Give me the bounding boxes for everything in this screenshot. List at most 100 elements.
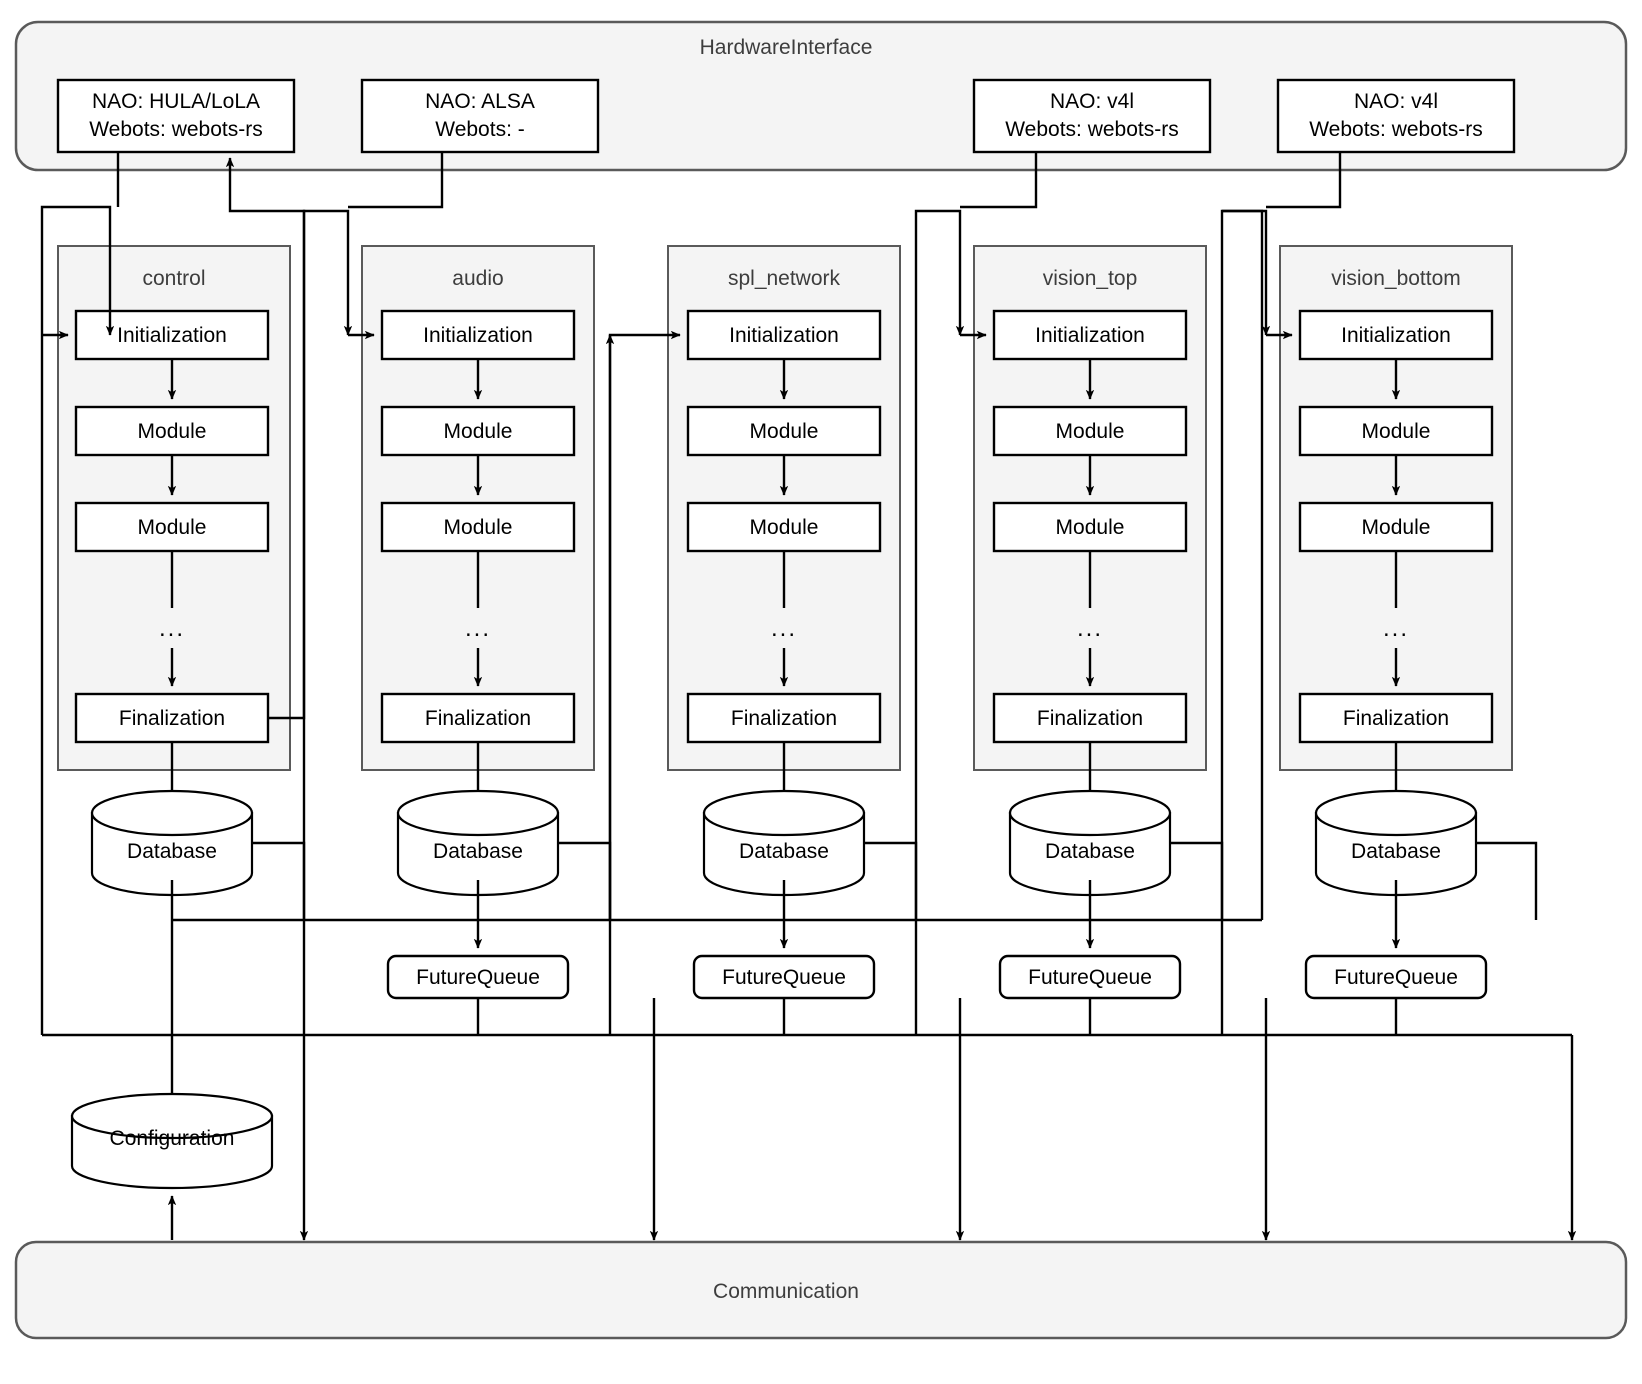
node-spl-network-finalization-label: Finalization — [731, 707, 837, 730]
node-control-finalization[interactable]: Finalization — [74, 692, 270, 744]
node-control-module-2-label: Module — [138, 516, 207, 539]
node-vision-bottom-initialization-label: Initialization — [1341, 324, 1451, 347]
communication-band: Communication — [14, 1240, 1628, 1340]
node-control-ellipsis: ... — [159, 615, 185, 642]
node-spl-network-module-1[interactable]: Module — [686, 405, 882, 457]
cylinder-database-audio[interactable]: Database — [396, 789, 560, 897]
cylinder-database-vision-bottom[interactable]: Database — [1314, 789, 1478, 897]
node-futurequeue-vision-bottom-label: FutureQueue — [1334, 966, 1458, 989]
tap-db-spl — [864, 841, 918, 920]
tap-db-audio — [558, 841, 612, 920]
node-control-finalization-label: Finalization — [119, 707, 225, 730]
cylinder-database-spl-network-label: Database — [739, 840, 829, 863]
node-vision-bottom-module-1-label: Module — [1362, 420, 1431, 443]
node-spl-network-initialization[interactable]: Initialization — [686, 309, 882, 361]
edge-control-final-to-hardware — [225, 157, 306, 720]
hardware-box-v4l-top[interactable]: NAO: v4l Webots: webots-rs — [972, 78, 1212, 154]
node-futurequeue-spl-network-label: FutureQueue — [722, 966, 846, 989]
node-futurequeue-spl-network[interactable]: FutureQueue — [692, 954, 876, 1000]
hardware-box-hula-lola[interactable]: NAO: HULA/LoLA Webots: webots-rs — [56, 78, 296, 154]
hardware-box-alsa-line2: Webots: - — [435, 118, 524, 141]
drop-v4l-bottom — [1266, 152, 1342, 209]
node-spl-network-initialization-label: Initialization — [729, 324, 839, 347]
riser-to-vtop-init — [914, 209, 965, 1035]
node-vision-top-module-2-label: Module — [1056, 516, 1125, 539]
node-vision-bottom-module-1[interactable]: Module — [1298, 405, 1494, 457]
hardware-box-hula-lola-line1: NAO: HULA/LoLA — [92, 90, 260, 113]
node-vision-bottom-initialization[interactable]: Initialization — [1298, 309, 1494, 361]
node-vision-top-module-2[interactable]: Module — [992, 501, 1188, 553]
hardware-box-v4l-bottom-line2: Webots: webots-rs — [1309, 118, 1483, 141]
node-spl-network-module-2[interactable]: Module — [686, 501, 882, 553]
node-vision-top-ellipsis: ... — [1077, 615, 1103, 642]
bus-upper-riser — [1222, 209, 1264, 920]
group-vision-top-label: vision_top — [1043, 267, 1138, 290]
node-futurequeue-audio-label: FutureQueue — [416, 966, 540, 989]
drop-alsa — [348, 152, 444, 209]
node-vision-top-module-1-label: Module — [1056, 420, 1125, 443]
cylinder-database-audio-label: Database — [433, 840, 523, 863]
node-audio-module-2-label: Module — [444, 516, 513, 539]
group-audio-label: audio — [452, 267, 503, 290]
node-spl-network-ellipsis: ... — [771, 615, 797, 642]
node-vision-top-initialization-label: Initialization — [1035, 324, 1145, 347]
hardware-box-v4l-top-line1: NAO: v4l — [1050, 90, 1134, 113]
node-spl-network-finalization[interactable]: Finalization — [686, 692, 882, 744]
node-vision-top-finalization-label: Finalization — [1037, 707, 1143, 730]
hardware-box-v4l-top-line2: Webots: webots-rs — [1005, 118, 1179, 141]
node-vision-top-finalization[interactable]: Finalization — [992, 692, 1188, 744]
node-audio-module-1-label: Module — [444, 420, 513, 443]
node-control-initialization[interactable]: Initialization — [74, 309, 270, 361]
hardware-box-alsa-line1: NAO: ALSA — [425, 90, 535, 113]
cylinder-database-control-label: Database — [127, 840, 217, 863]
riser-to-audio-init — [302, 209, 353, 1035]
cylinder-database-vision-bottom-label: Database — [1351, 840, 1441, 863]
cylinder-database-control[interactable]: Database — [90, 789, 254, 897]
node-vision-bottom-ellipsis: ... — [1383, 615, 1409, 642]
cylinder-configuration[interactable]: Configuration — [70, 1092, 274, 1190]
node-futurequeue-audio[interactable]: FutureQueue — [386, 954, 570, 1000]
node-audio-finalization-label: Finalization — [425, 707, 531, 730]
riser-to-vbot-init — [1220, 209, 1271, 1035]
node-control-initialization-label: Initialization — [117, 324, 227, 347]
node-control-module-1[interactable]: Module — [74, 405, 270, 457]
group-vision-bottom-label: vision_bottom — [1331, 267, 1461, 290]
node-vision-bottom-module-2-label: Module — [1362, 516, 1431, 539]
tap-db-vtop — [1170, 841, 1224, 920]
node-control-module-2[interactable]: Module — [74, 501, 270, 553]
node-vision-bottom-finalization-label: Finalization — [1343, 707, 1449, 730]
hardware-box-v4l-bottom[interactable]: NAO: v4l Webots: webots-rs — [1276, 78, 1516, 154]
node-control-module-1-label: Module — [138, 420, 207, 443]
drop-v4l-top — [960, 152, 1038, 209]
node-vision-bottom-module-2[interactable]: Module — [1298, 501, 1494, 553]
tap-db-control — [252, 841, 306, 920]
node-vision-top-module-1[interactable]: Module — [992, 405, 1188, 457]
node-audio-ellipsis: ... — [465, 615, 491, 642]
node-spl-network-module-2-label: Module — [750, 516, 819, 539]
node-spl-network-module-1-label: Module — [750, 420, 819, 443]
node-audio-module-2[interactable]: Module — [380, 501, 576, 553]
node-futurequeue-vision-bottom[interactable]: FutureQueue — [1304, 954, 1488, 1000]
hardware-interface-title: HardwareInterface — [700, 36, 873, 59]
node-vision-top-initialization[interactable]: Initialization — [992, 309, 1188, 361]
node-audio-initialization[interactable]: Initialization — [380, 309, 576, 361]
cylinder-database-spl-network[interactable]: Database — [702, 789, 866, 897]
node-audio-module-1[interactable]: Module — [380, 405, 576, 457]
cylinder-configuration-label: Configuration — [110, 1127, 235, 1150]
hardware-box-v4l-bottom-line1: NAO: v4l — [1354, 90, 1438, 113]
hardware-box-alsa[interactable]: NAO: ALSA Webots: - — [360, 78, 600, 154]
node-vision-bottom-finalization[interactable]: Finalization — [1298, 692, 1494, 744]
group-control-label: control — [142, 267, 205, 290]
tap-db-vbot — [1476, 841, 1538, 920]
node-futurequeue-vision-top-label: FutureQueue — [1028, 966, 1152, 989]
cylinder-database-vision-top[interactable]: Database — [1008, 789, 1172, 897]
riser-spl-elbow — [608, 333, 654, 920]
cylinder-database-vision-top-label: Database — [1045, 840, 1135, 863]
node-futurequeue-vision-top[interactable]: FutureQueue — [998, 954, 1182, 1000]
node-audio-initialization-label: Initialization — [423, 324, 533, 347]
hardware-box-hula-lola-line2: Webots: webots-rs — [89, 118, 263, 141]
bus-lower-riser-left — [40, 205, 115, 1035]
communication-title: Communication — [713, 1280, 859, 1303]
node-audio-finalization[interactable]: Finalization — [380, 692, 576, 744]
